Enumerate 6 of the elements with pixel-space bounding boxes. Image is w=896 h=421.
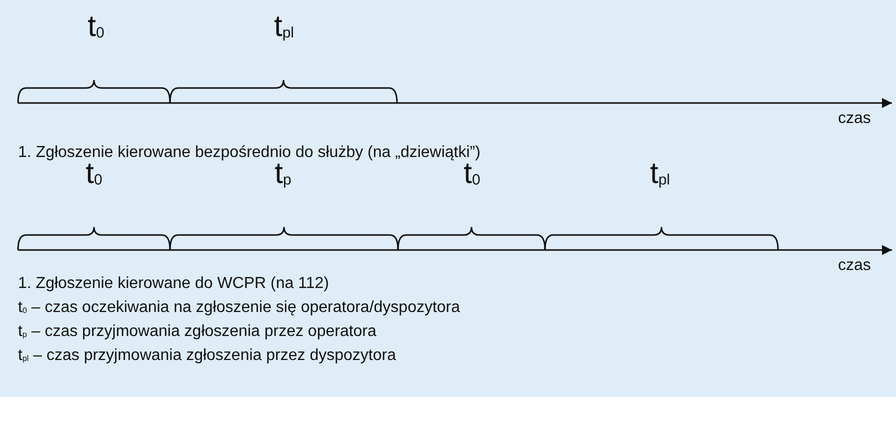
time-symbol: t$_{pl}$	[274, 10, 294, 43]
time-symbol: t$_{pl}$	[650, 157, 670, 190]
axis-label: czas	[838, 257, 871, 275]
caption: 1. Zgłoszenie kierowane do WCPR (na 112)	[18, 275, 329, 293]
time-symbol: t$_{0}$	[88, 10, 104, 43]
axis-label: czas	[838, 110, 871, 128]
